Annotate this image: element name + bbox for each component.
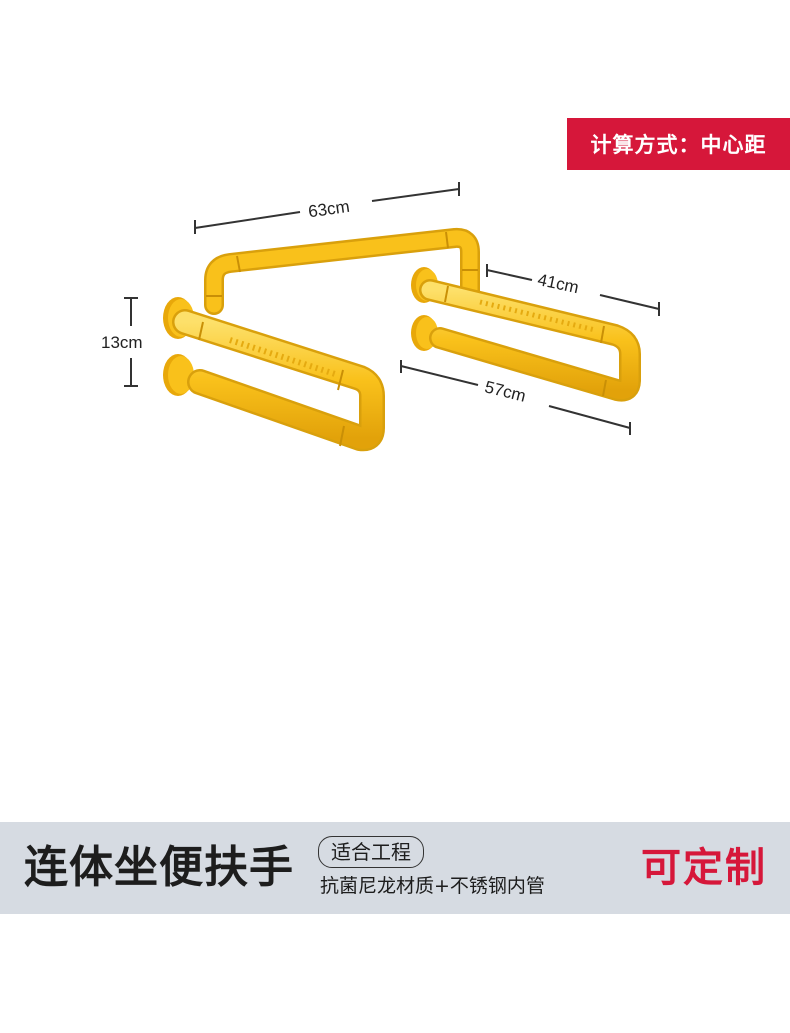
back-rail bbox=[204, 227, 480, 315]
dimension-lines bbox=[124, 182, 660, 435]
dimension-left-label: 13cm bbox=[101, 333, 143, 352]
product-title: 连体坐便扶手 bbox=[24, 842, 294, 893]
calculation-method-badge: 计算方式：中心距 bbox=[567, 118, 790, 170]
product-banner: 连体坐便扶手 适合工程 抗菌尼龙材质+不锈钢内管 可定制 bbox=[0, 822, 790, 914]
left-bracket bbox=[163, 297, 385, 452]
dimension-right-upper-label: 41cm bbox=[536, 270, 581, 297]
material-subtitle: 抗菌尼龙材质+不锈钢内管 bbox=[320, 875, 545, 897]
dimension-top-label: 63cm bbox=[307, 197, 351, 222]
right-bracket bbox=[411, 267, 641, 402]
customizable-label: 可定制 bbox=[641, 845, 767, 891]
dimension-right-lower-label: 57cm bbox=[483, 377, 528, 405]
project-tag: 适合工程 bbox=[318, 836, 424, 868]
